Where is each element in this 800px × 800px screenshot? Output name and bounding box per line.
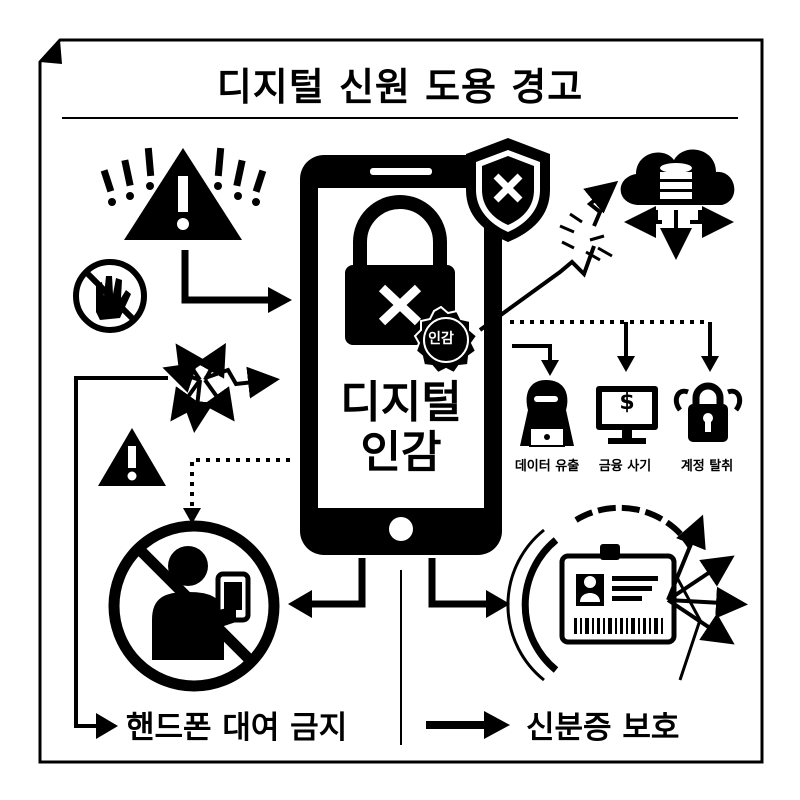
hacker-icon bbox=[520, 380, 574, 447]
broken-link-lightning bbox=[478, 180, 619, 332]
monitor-dollar-icon bbox=[596, 386, 658, 444]
threat-label-financial-fraud: 금융 사기 bbox=[598, 459, 652, 474]
digital-seal-line1: 디지털 bbox=[340, 377, 462, 428]
no-phone-lending-icon bbox=[108, 520, 280, 692]
broken-chain-lock-icon bbox=[673, 382, 743, 442]
digital-seal-label: 디지털 인감 bbox=[318, 378, 484, 478]
threat-branch-lines bbox=[510, 320, 712, 364]
threat-label-account-takeover: 계정 탈취 bbox=[680, 459, 734, 474]
no-hand-icon bbox=[73, 259, 147, 333]
page-title: 디지털 신원 도용 경고 bbox=[216, 65, 584, 109]
small-warning-icon bbox=[98, 428, 166, 486]
seal-badge-text: 인감 bbox=[428, 331, 454, 347]
digital-seal-line2: 인감 bbox=[360, 427, 442, 478]
left-flow-line bbox=[74, 376, 168, 728]
bottom-right-arrow bbox=[426, 711, 510, 739]
scattered-arrows-icon bbox=[162, 343, 280, 433]
currency-symbol: $ bbox=[619, 390, 635, 415]
threat-label-data-leak: 데이터 유출 bbox=[514, 459, 580, 474]
deflect-arrows-icon bbox=[666, 514, 748, 681]
cloud-database-icon bbox=[620, 149, 735, 260]
no-phone-lending-label: 핸드폰 대여 금지 bbox=[126, 710, 348, 746]
seal-badge-icon bbox=[413, 305, 479, 375]
phone-bottom-connectors bbox=[310, 558, 488, 608]
smartphone-icon bbox=[300, 155, 502, 555]
dotted-left-arrow bbox=[190, 458, 290, 512]
warning-to-phone-arrow bbox=[181, 250, 270, 304]
id-card-icon bbox=[506, 504, 693, 682]
id-protection-label: 신분증 보호 bbox=[526, 710, 680, 746]
warning-triangle-icon bbox=[100, 147, 267, 240]
shield-x-icon bbox=[466, 138, 550, 242]
